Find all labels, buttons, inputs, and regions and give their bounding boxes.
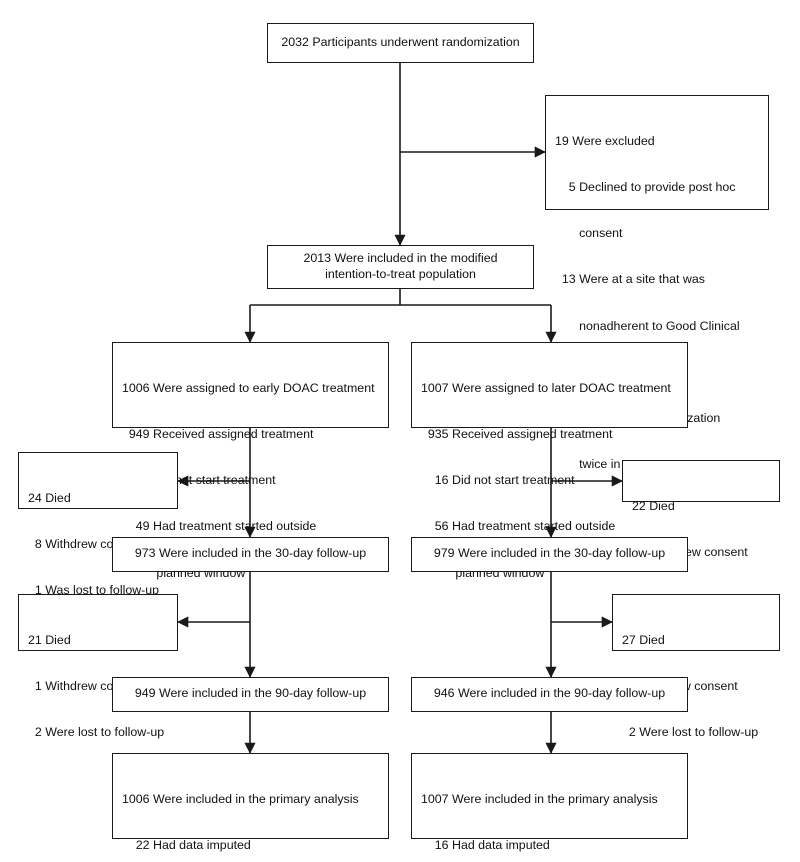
later-assigned-line-0: 1007 Were assigned to later DOAC treatme… — [421, 380, 671, 395]
later-assigned-line-1: 935 Received assigned treatment — [421, 427, 613, 442]
node-modified-itt: 2013 Were included in the modified inten… — [267, 245, 534, 289]
early-followup-30-line-0: 973 Were included in the 30-day follow-u… — [134, 546, 367, 561]
node-excluded: 19 Were excluded 5 Declined to provide p… — [545, 95, 769, 471]
early-attrition-30-line-0: 24 Died — [28, 490, 71, 505]
node-early-doac-assigned: 1006 Were assigned to early DOAC treatme… — [112, 342, 389, 580]
excluded-line-4: nonadherent to Good Clinical — [555, 318, 740, 333]
early-attrition-90-line-0: 21 Died — [28, 632, 71, 647]
node-later-primary-analysis: 1007 Were included in the primary analys… — [411, 753, 688, 852]
node-later-attrition-90day: 27 Died 4 Withdrew consent 2 Were lost t… — [612, 594, 780, 739]
later-followup-30-line-0: 979 Were included in the 30-day follow-u… — [433, 546, 666, 561]
later-attrition-90-line-0: 27 Died — [622, 632, 665, 647]
node-early-attrition-90day: 21 Died 1 Withdrew consent 2 Were lost t… — [18, 594, 178, 739]
early-primary-line-1: 22 Had data imputed — [122, 838, 251, 853]
node-later-attrition-30day: 22 Died 6 Withdrew consent — [622, 460, 780, 559]
node-early-attrition-30day: 24 Died 8 Withdrew consent 1 Was lost to… — [18, 452, 178, 597]
later-followup-90-line-0: 946 Were included in the 90-day follow-u… — [433, 686, 666, 701]
early-assigned-line-1: 949 Received assigned treatment — [122, 427, 314, 442]
node-randomization: 2032 Participants underwent randomizatio… — [267, 23, 534, 63]
early-assigned-line-0: 1006 Were assigned to early DOAC treatme… — [122, 380, 375, 395]
later-primary-line-1: 16 Had data imputed — [421, 838, 550, 853]
node-early-followup-30day: 973 Were included in the 30-day follow-u… — [112, 537, 389, 572]
early-attrition-90-line-2: 2 Were lost to follow-up — [28, 725, 165, 740]
later-primary-line-0: 1007 Were included in the primary analys… — [421, 791, 658, 806]
node-later-followup-90day: 946 Were included in the 90-day follow-u… — [411, 677, 688, 712]
node-early-followup-90day: 949 Were included in the 90-day follow-u… — [112, 677, 389, 712]
mitt-line-1: intention-to-treat population — [325, 266, 476, 281]
excluded-line-1: 5 Declined to provide post hoc — [555, 180, 736, 195]
later-attrition-30-line-0: 22 Died — [632, 498, 675, 513]
excluded-line-2: consent — [555, 226, 623, 241]
later-attrition-90-line-2: 2 Were lost to follow-up — [622, 725, 759, 740]
early-assigned-line-3: 49 Had treatment started outside — [122, 519, 317, 534]
later-assigned-line-2: 16 Did not start treatment — [421, 473, 575, 488]
excluded-line-3: 13 Were at a site that was — [555, 272, 705, 287]
early-attrition-30-line-2: 1 Was lost to follow-up — [28, 583, 160, 598]
mitt-line-0: 2013 Were included in the modified — [303, 251, 498, 266]
node-early-primary-analysis: 1006 Were included in the primary analys… — [112, 753, 389, 852]
node-later-followup-30day: 979 Were included in the 30-day follow-u… — [411, 537, 688, 572]
excluded-line-0: 19 Were excluded — [555, 133, 655, 148]
node-later-doac-assigned: 1007 Were assigned to later DOAC treatme… — [411, 342, 688, 580]
randomization-line-0: 2032 Participants underwent randomizatio… — [281, 34, 520, 49]
later-assigned-line-3: 56 Had treatment started outside — [421, 519, 616, 534]
early-followup-90-line-0: 949 Were included in the 90-day follow-u… — [134, 686, 367, 701]
early-primary-line-0: 1006 Were included in the primary analys… — [122, 791, 359, 806]
